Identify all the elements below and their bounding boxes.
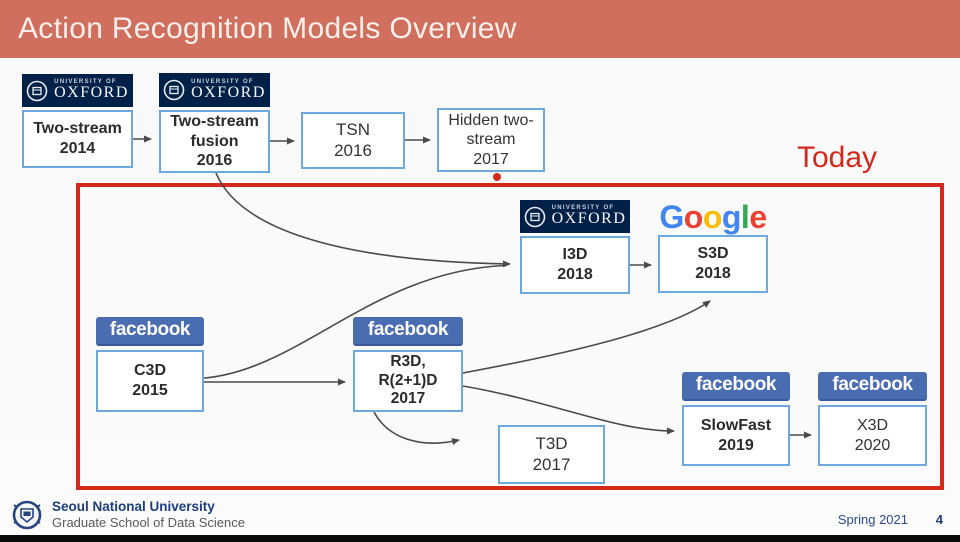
- facebook-wordmark: facebook: [832, 373, 913, 395]
- model-name: Two-stream: [33, 120, 122, 138]
- model-box-c3d: C3D 2015: [96, 350, 204, 412]
- footer-term: Spring 2021: [837, 512, 908, 527]
- facebook-wordmark: facebook: [695, 373, 777, 395]
- model-name: SlowFast: [700, 416, 772, 434]
- oxford-logo-wordmark: OXFORD: [551, 210, 627, 228]
- model-year: 2017: [532, 454, 571, 474]
- model-year: 2018: [557, 266, 593, 283]
- model-box-i3d: I3D 2018: [520, 236, 630, 294]
- model-year: 2017: [473, 150, 509, 168]
- model-box-tsn: TSN 2016: [301, 112, 405, 169]
- facebook-logo: facebook: [353, 317, 463, 346]
- today-label: Today: [797, 141, 878, 174]
- slide-header: Action Recognition Models Overview: [0, 0, 960, 58]
- model-name: Hidden two-stream: [448, 111, 534, 149]
- facebook-logo: facebook: [96, 317, 204, 346]
- google-letter: l: [740, 199, 750, 235]
- model-year: 2015: [132, 382, 168, 399]
- oxford-crest-icon: [26, 80, 48, 101]
- node-i3d: UNIVERSITY OF OXFORD I3D 2018: [520, 200, 630, 294]
- model-box-s3d: S3D 2018: [658, 235, 768, 293]
- model-name: I3D: [562, 246, 588, 264]
- letterbox-bar: [0, 535, 960, 542]
- oxford-logo: UNIVERSITY OF OXFORD: [22, 74, 133, 107]
- model-name: T3D: [535, 433, 568, 453]
- model-name: Two-stream fusion: [170, 113, 259, 150]
- model-box-x3d: X3D 2020: [818, 405, 927, 466]
- google-letter: o: [702, 199, 723, 235]
- node-x3d: facebook X3D 2020: [818, 372, 927, 466]
- oxford-logo: UNIVERSITY OF OXFORD: [159, 73, 270, 107]
- model-year: 2018: [695, 265, 731, 282]
- model-year: 2016: [196, 152, 233, 170]
- node-slowfast: facebook SlowFast 2019: [682, 372, 790, 466]
- model-box-r3d: R3D, R(2+1)D 2017: [353, 350, 463, 412]
- node-two-stream: UNIVERSITY OF OXFORD Two-stream 2014: [22, 74, 133, 168]
- oxford-crest-icon: [524, 206, 545, 227]
- footer-page-number: 4: [935, 512, 943, 527]
- page-title: Action Recognition Models Overview: [18, 12, 517, 45]
- facebook-logo: facebook: [818, 372, 927, 401]
- google-letter: e: [749, 199, 767, 235]
- oxford-logo-top-text: UNIVERSITY OF: [191, 78, 254, 85]
- node-hidden-two-stream: Hidden two-stream 2017: [437, 108, 545, 172]
- model-name: X3D: [856, 416, 889, 434]
- facebook-logo: facebook: [682, 372, 790, 401]
- model-box-slowfast: SlowFast 2019: [682, 405, 790, 466]
- node-c3d: facebook C3D 2015: [96, 317, 204, 412]
- model-year: 2016: [334, 140, 372, 160]
- node-two-stream-fusion: UNIVERSITY OF OXFORD Two-stream fusion 2…: [159, 73, 270, 173]
- model-box-two-stream: Two-stream 2014: [22, 110, 133, 168]
- slide-footer: Seoul National University Graduate Schoo…: [0, 494, 960, 536]
- oxford-logo-top-text: UNIVERSITY OF: [54, 79, 117, 86]
- model-year: 2019: [718, 436, 754, 454]
- model-box-two-stream-fusion: Two-stream fusion 2016: [159, 110, 270, 173]
- red-dot: [493, 173, 501, 181]
- model-box-t3d: T3D 2017: [498, 425, 605, 484]
- model-year: 2020: [854, 436, 891, 454]
- model-year: 2014: [59, 140, 96, 157]
- facebook-wordmark: facebook: [109, 318, 191, 340]
- footer-university-name: Seoul National University: [52, 499, 215, 514]
- model-name: S3D: [697, 245, 729, 263]
- oxford-logo-wordmark: OXFORD: [54, 84, 129, 102]
- node-t3d: T3D 2017: [498, 425, 605, 484]
- model-year: 2017: [390, 390, 426, 408]
- model-name: TSN: [336, 119, 370, 139]
- model-name: C3D: [133, 362, 166, 380]
- snu-emblem-icon: [12, 500, 42, 530]
- oxford-crest-icon: [163, 79, 185, 101]
- model-box-hidden-two-stream: Hidden two-stream 2017: [437, 108, 545, 172]
- facebook-wordmark: facebook: [367, 318, 449, 340]
- oxford-logo-top-text: UNIVERSITY OF: [551, 205, 615, 212]
- google-letter: g: [721, 199, 742, 235]
- oxford-logo-wordmark: OXFORD: [191, 83, 266, 101]
- node-r3d: facebook R3D, R(2+1)D 2017: [353, 317, 463, 412]
- google-letter: G: [659, 199, 684, 235]
- footer-school-name: Graduate School of Data Science: [52, 515, 245, 530]
- node-tsn: TSN 2016: [301, 112, 405, 169]
- model-name: R3D, R(2+1)D: [378, 352, 438, 389]
- oxford-logo: UNIVERSITY OF OXFORD: [520, 200, 630, 233]
- google-letter: o: [683, 199, 704, 235]
